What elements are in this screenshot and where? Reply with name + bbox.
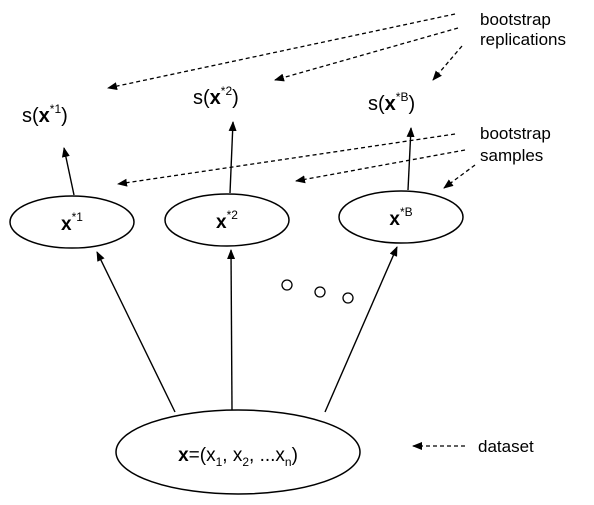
dashed-arrow-samples-2 xyxy=(295,149,466,184)
arrow-dataset-to-sample-1 xyxy=(96,251,176,413)
dashed-arrow-samples-1 xyxy=(117,133,456,187)
dashed-arrow-replications-2 xyxy=(274,27,459,82)
annotation-replications-line2: replications xyxy=(480,30,566,49)
dashed-arrow-replications-3 xyxy=(432,45,463,81)
annotation-samples-line1: bootstrap xyxy=(480,124,551,143)
annotation-dataset: dataset xyxy=(478,437,534,456)
dataset-node-label: x=(x1, x2, ...xn) xyxy=(178,445,298,469)
arrow-sample-3-to-replication-3 xyxy=(406,127,415,191)
annotation-samples-line2: samples xyxy=(480,146,543,165)
ellipsis-dot xyxy=(314,286,326,298)
sample-node-2-label: x*2 xyxy=(216,208,238,233)
sample-node-1-label: x*1 xyxy=(61,210,83,235)
replication-label-2: s(x*2) xyxy=(193,84,239,109)
arrow-sample-1-to-replication-1 xyxy=(61,147,75,196)
ellipsis-dot xyxy=(342,292,354,304)
annotation-replications-line1: bootstrap xyxy=(480,10,551,29)
arrow-dataset-to-sample-2 xyxy=(227,249,236,411)
replication-label-1: s(x*1) xyxy=(22,102,68,127)
replication-label-3: s(x*B) xyxy=(368,90,415,115)
ellipsis-dot xyxy=(281,279,293,291)
arrow-sample-2-to-replication-2 xyxy=(228,121,237,194)
dashed-arrow-samples-3 xyxy=(443,164,476,189)
sample-node-1 xyxy=(9,195,135,249)
arrow-dataset-to-sample-3 xyxy=(324,246,398,413)
sample-node-3-label: x*B xyxy=(389,205,412,230)
sample-node-3 xyxy=(338,190,464,244)
sample-node-2 xyxy=(164,193,290,247)
dataset-node xyxy=(115,409,361,495)
dashed-arrow-replications-1 xyxy=(107,13,456,91)
